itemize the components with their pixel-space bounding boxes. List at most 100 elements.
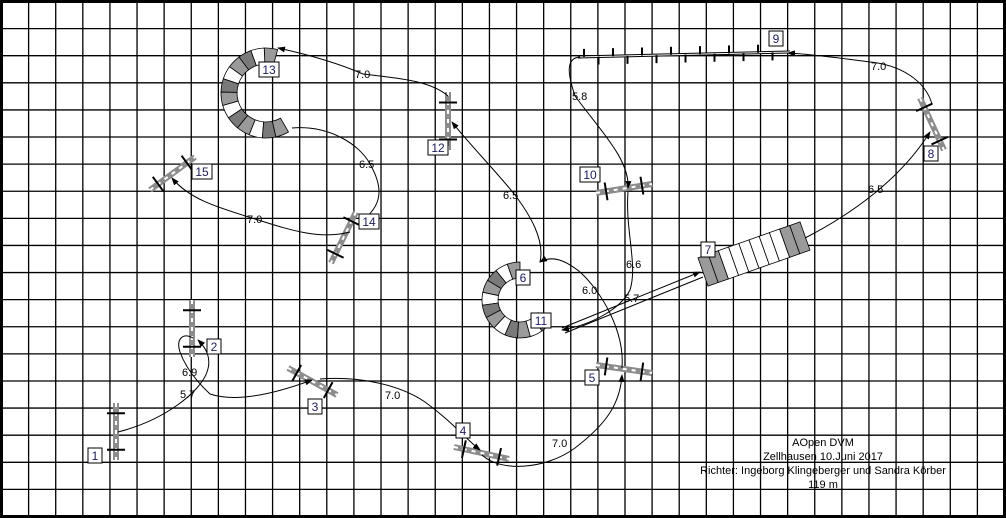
obstacle-label-1: 1 <box>87 447 103 464</box>
obstacle-label-14: 14 <box>358 213 380 230</box>
straight-tunnel <box>697 221 811 287</box>
jump <box>595 176 653 201</box>
path-10-11 <box>561 191 634 332</box>
path-11-7b <box>564 276 704 334</box>
obstacle-number: 7 <box>705 243 712 257</box>
place-date: Zellhausen 10.Juni 2017 <box>763 451 883 463</box>
label-box <box>427 139 449 156</box>
obstacle-label-9: 9 <box>768 30 784 47</box>
path-9-10 <box>568 56 632 189</box>
distance-label: 5.8 <box>572 91 587 103</box>
obstacle-label-3: 3 <box>307 398 323 415</box>
obstacle-number: 10 <box>583 168 597 182</box>
jump <box>107 403 125 460</box>
distance-label: 5.7 <box>180 389 195 401</box>
label-box <box>923 145 939 162</box>
obstacle-number: 12 <box>431 141 445 155</box>
distance-label: 7.0 <box>385 390 400 402</box>
obstacle-label-13: 13 <box>258 61 280 78</box>
curved-tunnel <box>481 261 552 339</box>
path-6-12 <box>451 121 542 263</box>
jump <box>453 440 510 466</box>
path-11-7 <box>561 271 701 329</box>
jump <box>595 357 653 381</box>
path-14-15 <box>171 177 351 236</box>
obstacle-label-5: 5 <box>584 369 600 386</box>
obstacle-label-12: 12 <box>427 139 449 156</box>
path-1-2 <box>117 339 210 433</box>
label-box <box>87 447 103 464</box>
distance-label: 6.9 <box>182 367 197 379</box>
obstacle-label-2: 2 <box>206 338 222 355</box>
jump <box>183 300 201 357</box>
course-path <box>117 46 933 467</box>
obstacle-number: 9 <box>773 32 780 46</box>
obstacles <box>107 44 949 466</box>
course-length: 119 m <box>808 479 838 491</box>
distance-label: 7.0 <box>552 438 567 450</box>
obstacle-number: 15 <box>195 165 209 179</box>
label-box <box>455 422 471 439</box>
obstacle-number: 13 <box>262 63 276 77</box>
obstacle-number: 4 <box>460 424 467 438</box>
jump-wing <box>639 176 645 195</box>
jump <box>915 96 949 152</box>
obstacle-number: 2 <box>211 340 218 354</box>
obstacle-label-11: 11 <box>530 312 552 329</box>
obstacle-label-10: 10 <box>579 166 601 183</box>
obstacle-label-6: 6 <box>515 269 531 286</box>
path-5-6 <box>539 255 623 369</box>
label-box <box>768 30 784 47</box>
label-box <box>191 163 213 180</box>
obstacle-number: 14 <box>362 215 376 229</box>
jump-wing <box>342 216 361 227</box>
course-info: AOpen DVM Zellhausen 10.Juni 2017 Richte… <box>700 437 946 491</box>
jump-wing <box>151 176 165 192</box>
obstacle-label-7: 7 <box>700 241 716 258</box>
path-8-9 <box>787 50 933 105</box>
jump-wing <box>639 362 645 381</box>
tunnel-segment <box>789 221 811 255</box>
obstacle-label-15: 15 <box>191 163 213 180</box>
tunnel-segment <box>271 117 290 138</box>
label-box <box>258 61 280 78</box>
jump-wing <box>603 357 609 376</box>
distance-label: 7.0 <box>871 61 886 73</box>
jump-wing <box>326 248 345 259</box>
jump-wing <box>322 381 334 399</box>
path-12-13 <box>277 46 449 97</box>
label-box <box>307 398 323 415</box>
distance-label: 7.0 <box>355 69 370 81</box>
jump-wing <box>603 182 609 201</box>
distance-labels: 5.7 6.9 7.0 7.0 6.0 5.7 6.6 5.8 7.0 6.5 … <box>180 61 886 450</box>
event-name: AOpen DVM <box>792 437 854 449</box>
label-box <box>700 241 716 258</box>
distance-label: 6.5 <box>868 184 883 196</box>
path-7-8 <box>804 131 931 239</box>
label-box <box>530 312 552 329</box>
label-box <box>584 369 600 386</box>
path-2-3 <box>178 335 313 398</box>
path-4-5 <box>481 374 625 467</box>
distance-label: 6.5 <box>503 190 518 202</box>
curved-tunnel <box>220 47 290 139</box>
label-box <box>358 213 380 230</box>
jump-wing <box>931 135 949 146</box>
jump-wing <box>915 102 933 113</box>
jump-wing <box>291 364 303 382</box>
dog-walk <box>577 44 791 65</box>
label-box <box>579 166 601 183</box>
obstacle-number: 5 <box>589 371 596 385</box>
obstacle-number: 1 <box>92 449 99 463</box>
jump-wing <box>461 440 467 459</box>
judges: Richter: Ingeborg Klingeberger und Sandr… <box>700 465 946 477</box>
label-box <box>515 269 531 286</box>
obstacle-label-8: 8 <box>923 145 939 162</box>
obstacle-label-4: 4 <box>455 422 471 439</box>
jump <box>326 210 361 265</box>
jump-wing <box>180 155 194 171</box>
path-13-14 <box>291 127 380 223</box>
